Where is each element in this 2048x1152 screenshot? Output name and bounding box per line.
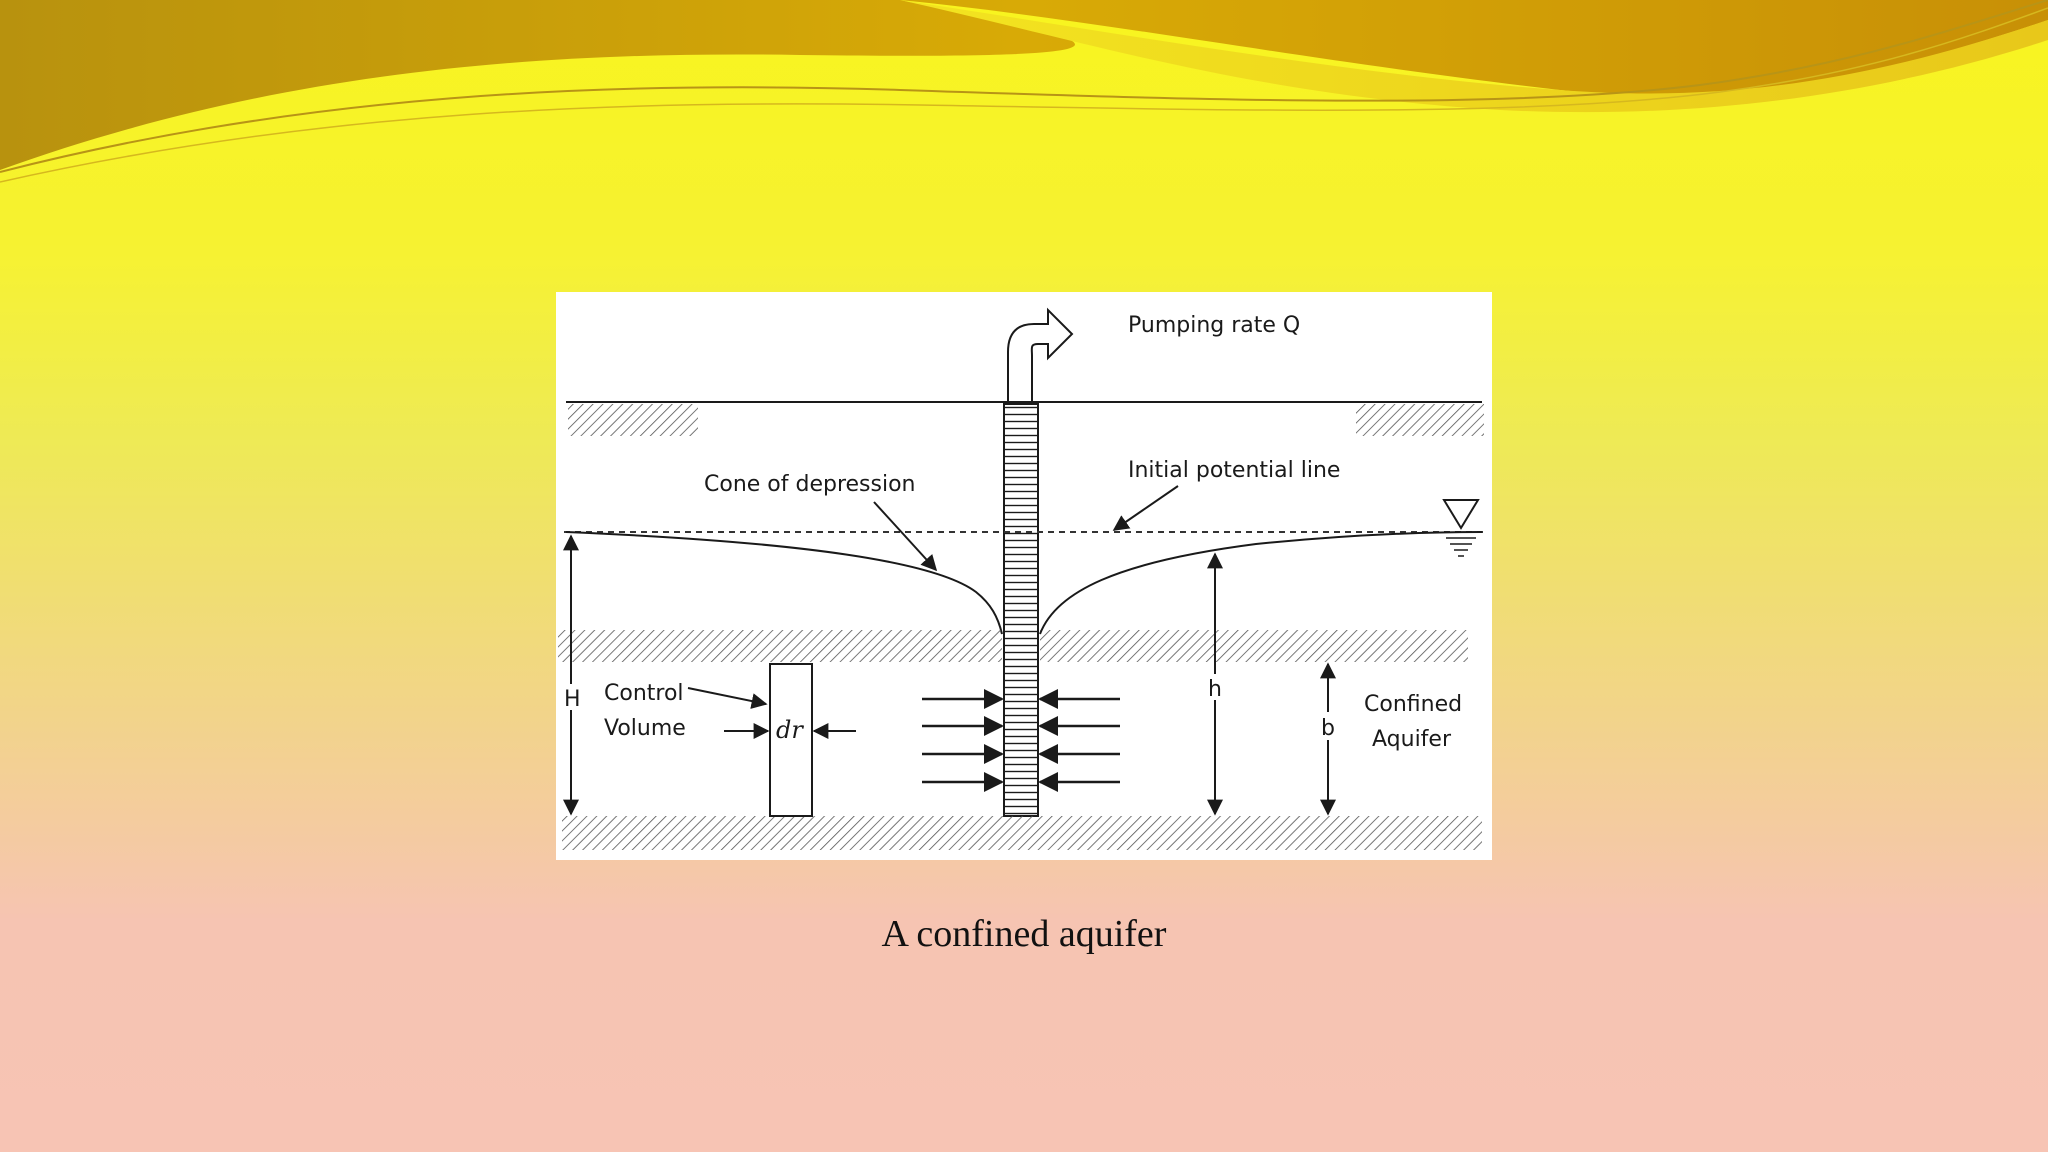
H-label-bg bbox=[562, 684, 580, 710]
cone-of-depression-pointer bbox=[873, 501, 938, 572]
initial-potential-label: Initial potential line bbox=[1128, 458, 1340, 483]
upper-confining-layer bbox=[558, 630, 1002, 662]
control-label: Control bbox=[604, 681, 684, 706]
aquifer-label: Aquifer bbox=[1372, 727, 1452, 752]
volume-label: Volume bbox=[604, 716, 686, 741]
ground-hatch-left bbox=[568, 404, 698, 436]
cone-of-depression-label: Cone of depression bbox=[704, 472, 916, 497]
h-label-bg bbox=[1206, 674, 1224, 700]
cone-of-depression-left bbox=[565, 531, 1003, 635]
b-label-bg bbox=[1319, 712, 1337, 740]
lower-confining-layer bbox=[562, 816, 1482, 850]
banner-dark-wave bbox=[0, 0, 2048, 170]
pumping-rate-label: Pumping rate Q bbox=[1128, 313, 1300, 338]
banner-thin-line-2 bbox=[0, 7, 2048, 183]
decorative-banner bbox=[0, 0, 2048, 183]
dr-label: dr bbox=[776, 716, 804, 744]
aquifer-diagram: Pumping rate Q Initial potential line Co… bbox=[558, 307, 1484, 850]
control-volume-pointer bbox=[687, 687, 768, 709]
confined-label: Confined bbox=[1364, 692, 1462, 717]
control-volume-box bbox=[769, 663, 813, 817]
cone-of-depression-right bbox=[1039, 531, 1483, 635]
ground-hatch-right bbox=[1356, 404, 1484, 436]
H-label: H bbox=[564, 687, 581, 712]
b-label: b bbox=[1321, 716, 1335, 741]
water-table-symbol bbox=[1442, 499, 1480, 530]
banner-light-wave bbox=[900, 0, 2048, 113]
banner-thin-line bbox=[0, 0, 2048, 173]
h-label: h bbox=[1208, 677, 1222, 702]
slide-caption: A confined aquifer bbox=[881, 913, 1167, 955]
upper-confining-layer-right bbox=[1040, 630, 1468, 662]
initial-potential-pointer bbox=[1112, 485, 1179, 531]
pumping-arrow bbox=[1007, 307, 1074, 403]
well-screen bbox=[1003, 403, 1039, 817]
aquifer-diagram-panel: Pumping rate Q Initial potential line Co… bbox=[556, 292, 1492, 860]
